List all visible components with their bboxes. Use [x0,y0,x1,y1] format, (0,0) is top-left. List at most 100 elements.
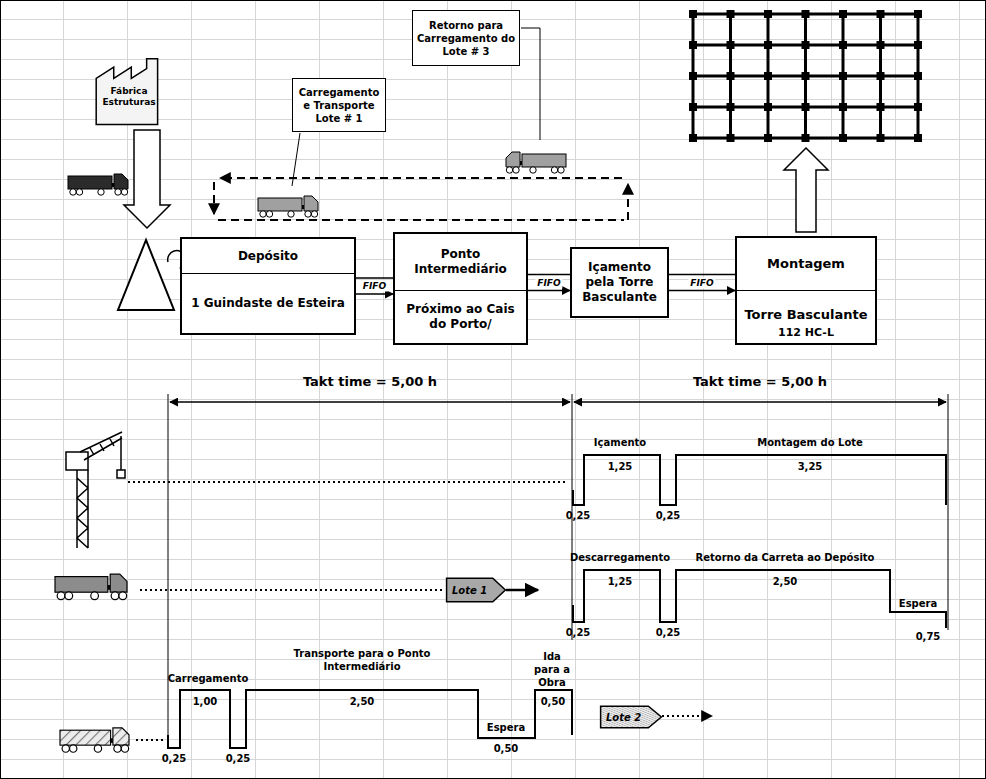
process-box: MontagemTorre Basculante112 HC-L [735,236,877,345]
time-label: Espera [487,721,525,734]
lot-arrow [506,589,538,592]
time-profile [168,455,946,748]
structure-grid [802,72,810,80]
time-label: 3,25 [798,460,823,473]
structure-grid [689,10,922,142]
time-label: 0,25 [226,752,251,765]
time-label: 0,25 [162,752,187,765]
fifo-label: FIFO [361,281,388,292]
node-text: Próximo ao Cais do Porto/ [395,290,526,343]
time-label: 0,50 [541,695,566,708]
structure-grid [689,10,697,18]
time-label: Descarregamento [570,551,670,564]
time-label: Montagem do Lote [757,436,863,449]
structure-grid [877,41,885,49]
lot-outline [601,706,662,728]
crane-icon [117,470,125,478]
structure-grid [914,103,922,111]
fifo-arrow [528,290,570,292]
fifo-lane [669,275,735,291]
dotted-flow [662,715,712,717]
time-label: 1,25 [608,575,633,588]
truck-icon [68,174,128,195]
structure-grid [764,103,772,111]
time-label: Içamento [594,436,646,449]
structure-grid [727,103,735,111]
structure-grid [877,103,885,111]
structure-grid [839,41,847,49]
time-label: 2,50 [773,575,798,588]
time-label: 0,25 [566,626,591,639]
node-title: Montagem [737,238,875,290]
truck-icon [258,196,318,217]
takt-arrows [168,394,948,735]
time-label: 0,75 [916,630,941,643]
structure-grid [689,134,697,142]
structure-grid [727,41,735,49]
node-text: 112 HC-L [737,326,875,343]
callout-box: Retorno para Carregamento do Lote # 3 [412,10,520,66]
crane-icon [120,436,122,470]
callout-box: Carregamento e Transporte Lote # 1 [292,78,386,132]
crane-icon [66,452,88,470]
fifo-lane [356,278,393,294]
node-title: Ponto Intermediário [395,234,526,290]
time-label: 0,25 [566,509,591,522]
structure-grid [802,134,810,142]
truck-icon [55,574,127,599]
structure-grid [689,72,697,80]
process-box: Depósito1 Guindaste de Esteira [180,237,356,335]
structure-grid [764,72,772,80]
structure-grid [839,72,847,80]
structure-grid [914,41,922,49]
inventory-triangle [118,240,174,310]
crane-icon [66,432,125,548]
time-label: Carregamento [168,672,249,685]
fifo-arrow [669,290,735,292]
node-title: Lote 1 [452,585,487,596]
structure-grid [839,10,847,18]
time-label: 0,50 [494,742,519,755]
leader-line [292,133,300,186]
node-title: Fábrica Estruturas [99,86,159,108]
takt-arrows [168,394,948,735]
time-profile [168,690,572,748]
structure-grid [914,72,922,80]
fifo-arrow [356,293,393,295]
structure-grid [689,103,697,111]
return-loop [213,182,215,214]
node-title: Lote 2 [606,712,641,723]
structure-grid [877,10,885,18]
structure-grid [839,103,847,111]
structure-grid [802,10,810,18]
return-loop [218,219,624,221]
lot-tag: Lote 1 [446,578,506,602]
node-title: Carregamento e Transporte Lote # 1 [296,86,382,125]
crane-icon [77,470,88,548]
fifo-lane-line [356,277,393,279]
dotted-flow [128,482,712,740]
takt-label: Takt time = 5,00 h [693,374,827,391]
leader-line [521,28,540,140]
structure-grid [689,41,697,49]
fifo-lane-line [669,274,735,276]
node-title: Içamento pela Torre Basculante [572,249,667,316]
structure-grid [914,10,922,18]
factory-icon: Fábrica Estruturas [94,56,162,126]
dotted-flow [140,589,444,591]
time-label: 0,25 [656,626,681,639]
return-loop [627,184,629,220]
time-label: Retorno da Carreta ao Depósito [696,551,875,564]
time-label: Ida para a Obra [529,650,575,689]
fifo-label: FIFO [688,277,715,288]
structure-grid [839,134,847,142]
push-arrow [784,148,828,232]
process-box: Ponto IntermediárioPróximo ao Cais do Po… [393,232,528,345]
lot-tag: Lote 2 [600,706,662,728]
time-profile [573,455,946,505]
process-box: Içamento pela Torre Basculante [570,247,669,318]
structure-grid [802,41,810,49]
time-label: 1,25 [608,460,633,473]
